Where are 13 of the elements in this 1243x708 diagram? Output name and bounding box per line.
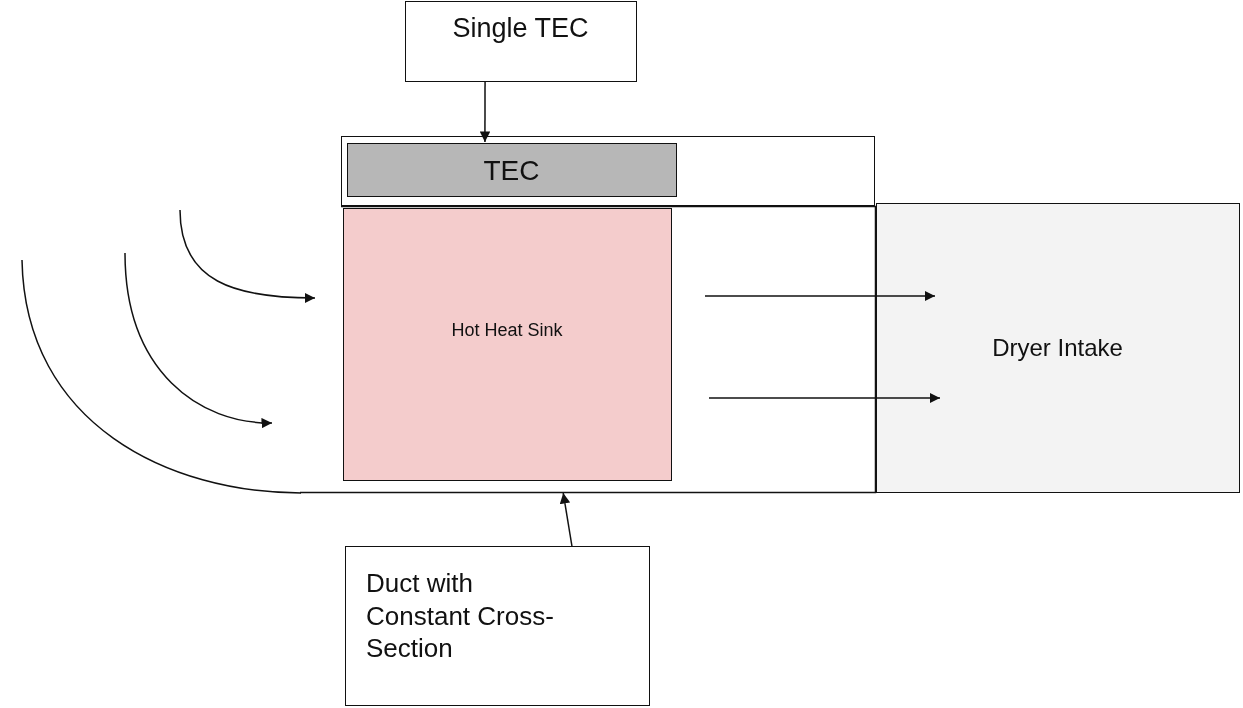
label-text: Hot Heat Sink	[450, 319, 564, 342]
label-box	[405, 1, 637, 82]
housing-box	[341, 136, 875, 206]
arrow	[559, 492, 573, 547]
label-text: Single TEC	[451, 12, 590, 45]
label-box	[345, 546, 650, 706]
label-text: Dryer Intake	[991, 333, 1124, 363]
label-text: Duct with Constant Cross-Section	[366, 567, 555, 665]
tec-block	[347, 143, 677, 197]
heat-sink-block	[343, 208, 672, 481]
arrow	[479, 81, 491, 143]
label-text: TEC	[482, 153, 541, 188]
dryer-intake-box	[876, 203, 1240, 493]
